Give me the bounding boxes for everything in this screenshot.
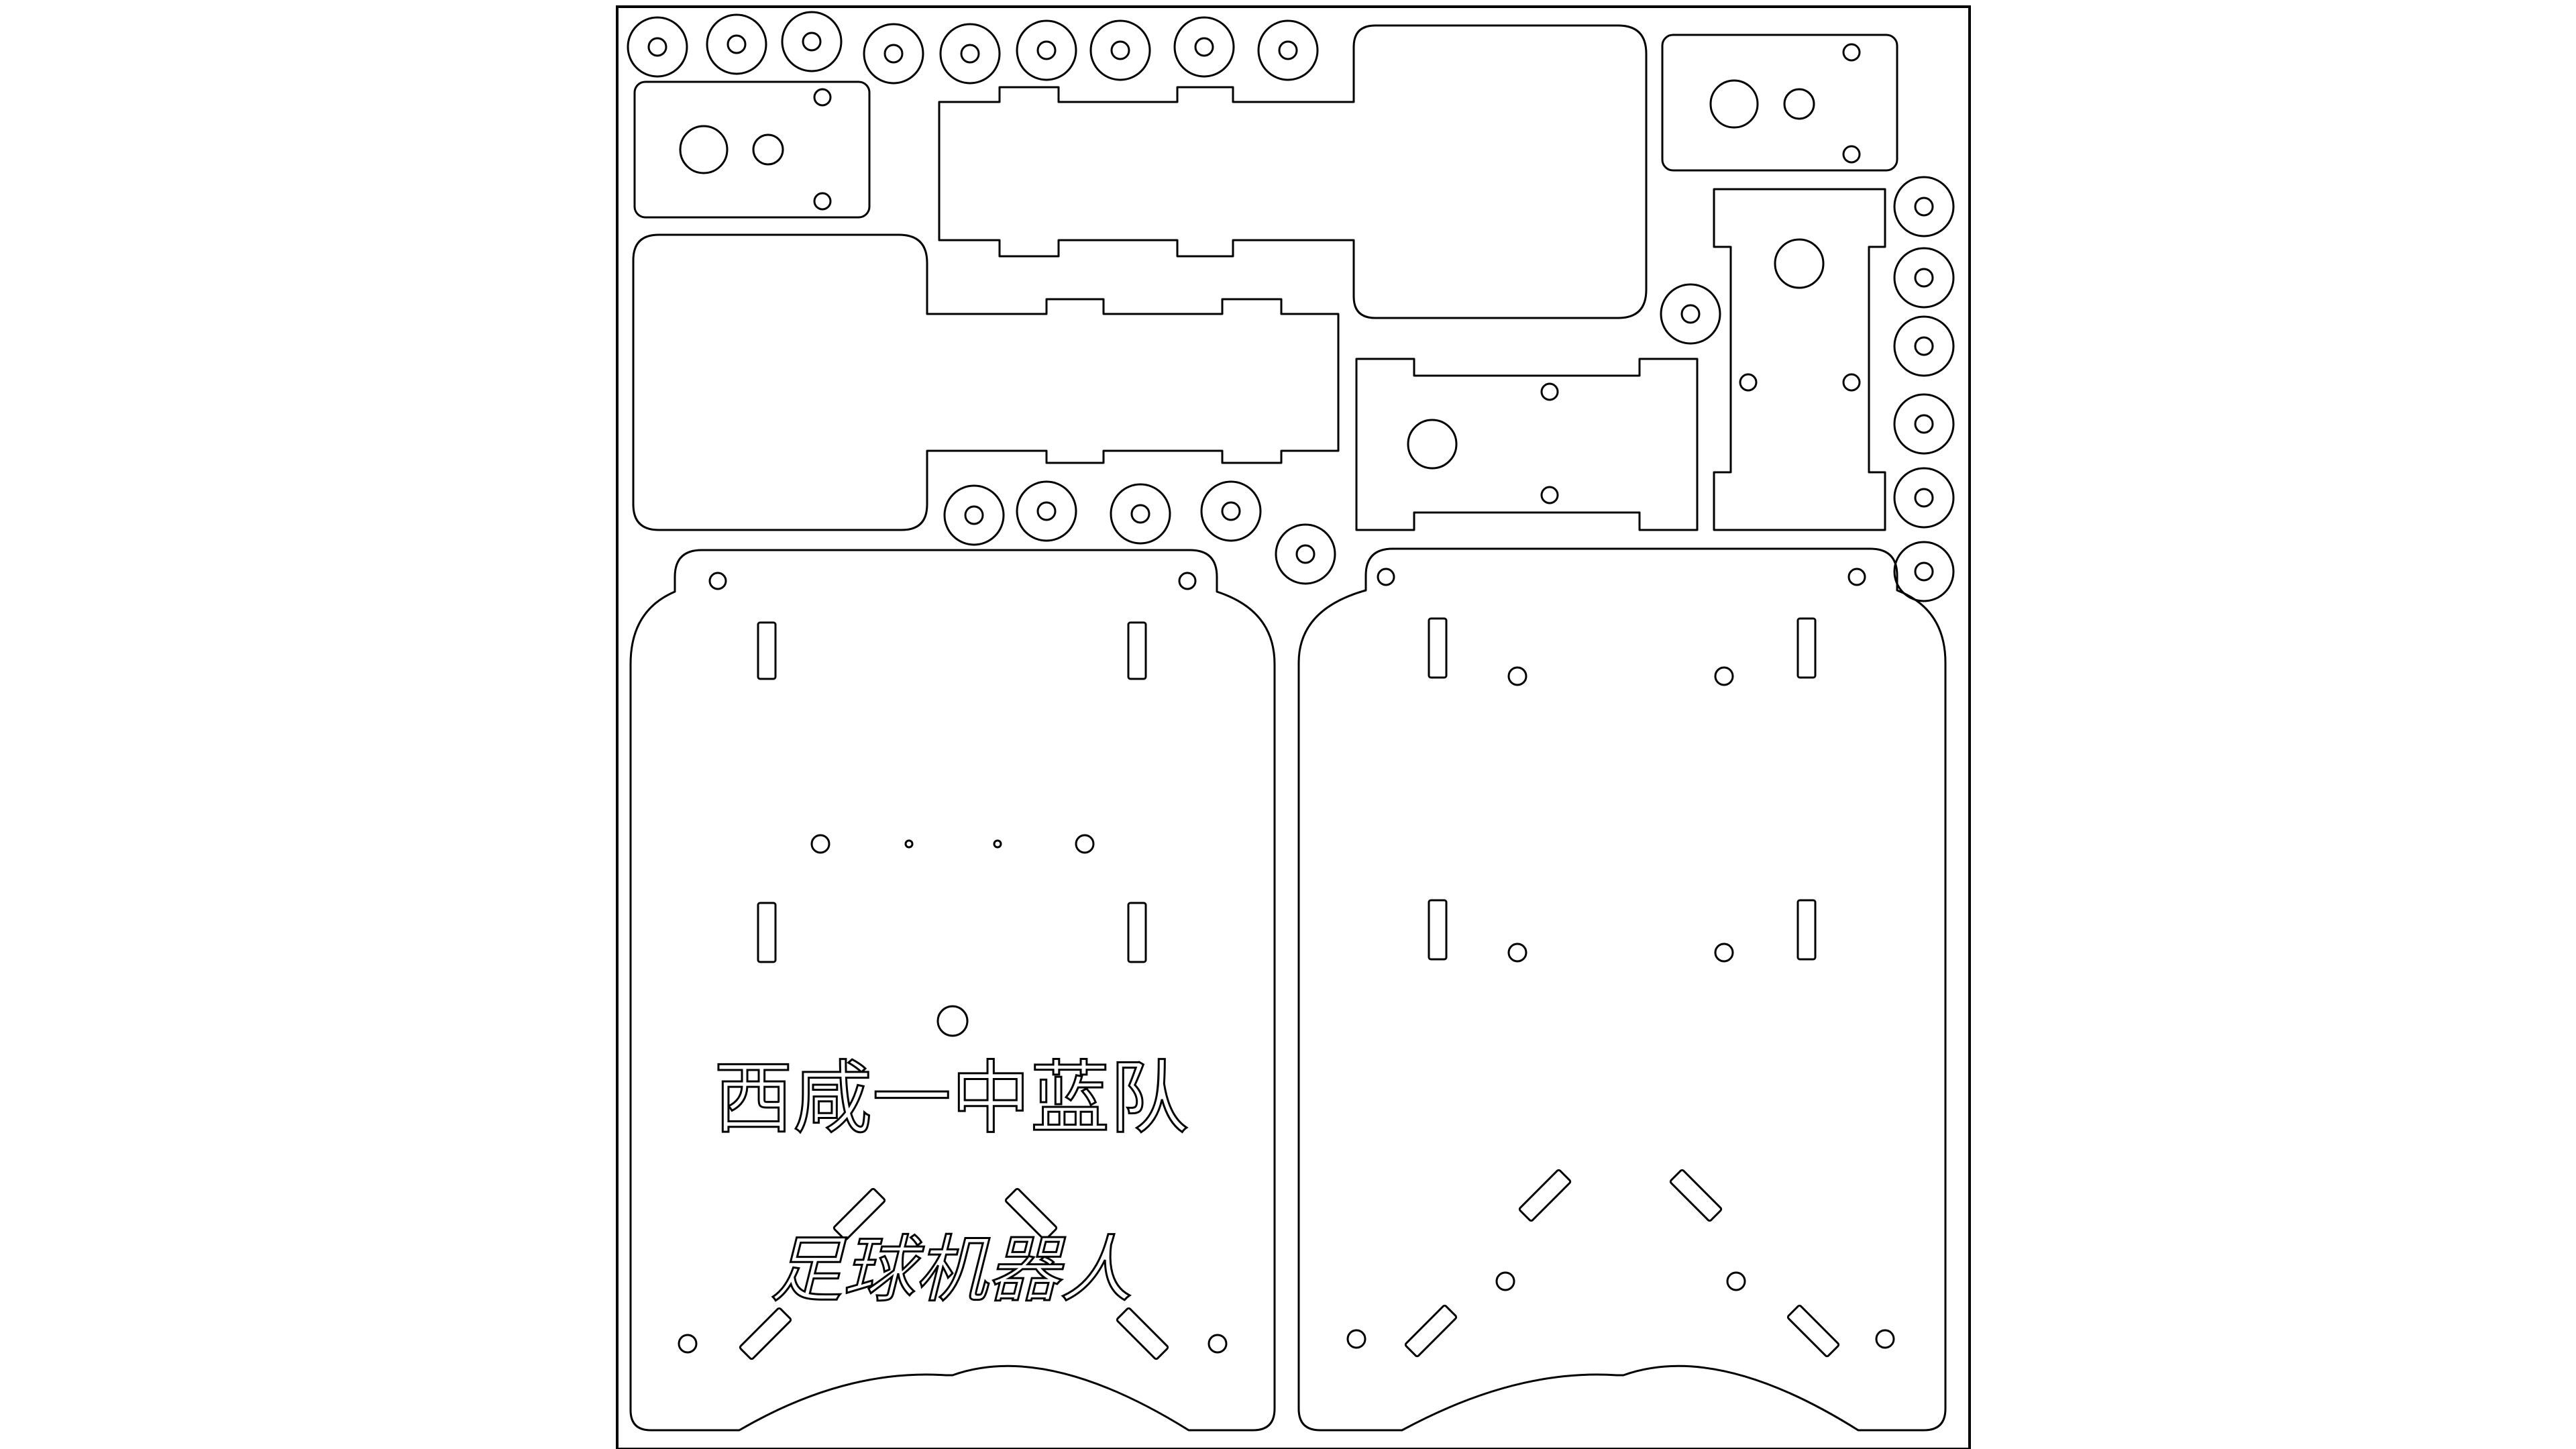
washer-ring [939,23,1001,85]
washer-ring [1173,16,1235,78]
cross-bracket-horizontal [1355,358,1699,531]
washer-ring [1660,283,1721,345]
motor-mount-plate-left [633,80,871,219]
washer-ring [781,11,843,72]
side-rail-upper [938,24,1648,319]
washer-ring [863,23,924,85]
washer-ring [1893,247,1955,309]
motor-mount-plate-right [1661,34,1898,172]
washer-ring [943,484,1005,546]
washer-ring [1016,480,1077,542]
washer-ring [1257,19,1319,81]
washer-ring [1089,19,1151,81]
washer-ring [1016,19,1077,81]
engraving-team-name: 西咸一中蓝队 [714,1052,1189,1144]
base-plate-left: 西咸一中蓝队 足球机器人 [629,549,1276,1432]
cross-bracket-vertical [1713,188,1886,531]
side-rail-lower [632,233,1340,531]
washer-ring [627,16,688,78]
washer-ring [1893,467,1955,529]
washer-ring [1200,480,1262,542]
washer-ring [1893,393,1955,455]
washer-group [627,11,1955,602]
washer-ring [1893,541,1955,602]
washer-ring [1110,483,1171,545]
base-plate-right [1297,547,1947,1432]
sheet-border [616,5,1971,1449]
washer-ring [1275,523,1336,585]
washer-ring [1893,315,1955,377]
washer-ring [706,13,767,75]
engraving-robot-title: 足球机器人 [770,1228,1132,1312]
washer-ring [1893,176,1955,237]
